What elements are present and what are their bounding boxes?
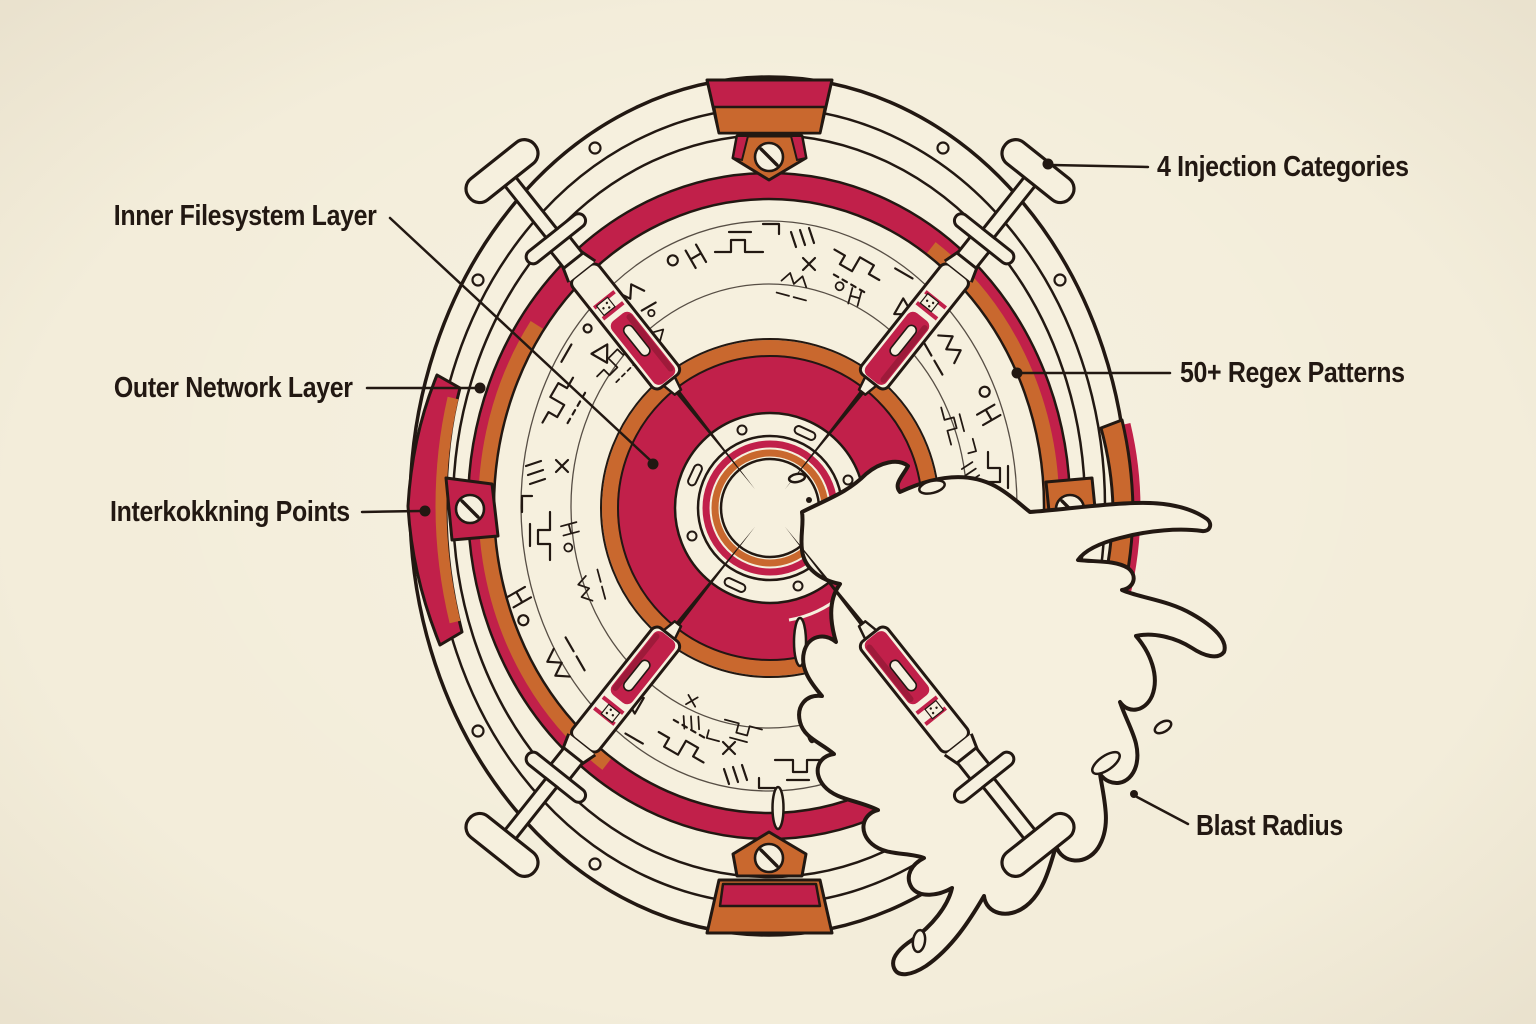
label-outer-network-layer: Outer Network Layer	[114, 372, 353, 404]
leader-line-interlocking	[360, 509, 422, 514]
leader-lines	[360, 163, 1190, 826]
leader-line-injection-categories	[1050, 163, 1150, 169]
screw-icon	[454, 493, 486, 525]
left-screw-tab	[444, 476, 500, 542]
label-blast-radius: Blast Radius	[1196, 810, 1343, 842]
label-inner-filesystem-layer: Inner Filesystem Layer	[114, 200, 377, 232]
bottom-tab	[705, 830, 834, 935]
screw-icon	[753, 842, 785, 874]
left-lock-segment	[406, 373, 464, 647]
label-interkokkning-points: Interkokkning Points	[110, 496, 350, 528]
orange-arc-left	[478, 321, 612, 770]
label-injection-categories: 4 Injection Categories	[1157, 151, 1409, 183]
top-tab	[705, 78, 834, 182]
leader-line-blast-radius	[1135, 795, 1190, 826]
screw-icon	[753, 141, 785, 173]
label-regex-patterns: 50+ Regex Patterns	[1180, 357, 1405, 389]
leader-dots	[419, 158, 1138, 798]
blast-splash-icon	[787, 459, 1227, 977]
leader-line-inner-filesystem	[388, 216, 652, 462]
